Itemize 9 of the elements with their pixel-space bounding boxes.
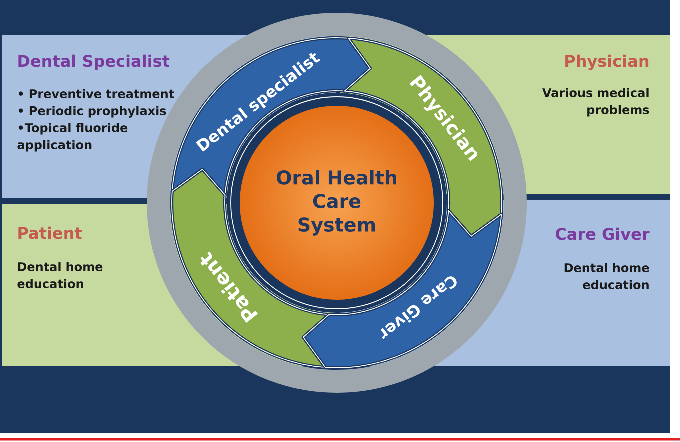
- panel-text: Various medical problems: [542, 88, 650, 117]
- panel-text: Dental home education: [564, 263, 650, 290]
- panel-heading: Care Giver: [556, 228, 650, 240]
- panel-heading: Patient: [18, 226, 82, 240]
- panel-text: Dental home education: [18, 262, 103, 288]
- panel-heading: Physician: [566, 54, 649, 70]
- list-item: • Periodic prophylaxis: [18, 106, 166, 118]
- panel-heading: Dental Specialist: [18, 54, 170, 70]
- list-item: •Topical fluoride application: [18, 123, 128, 152]
